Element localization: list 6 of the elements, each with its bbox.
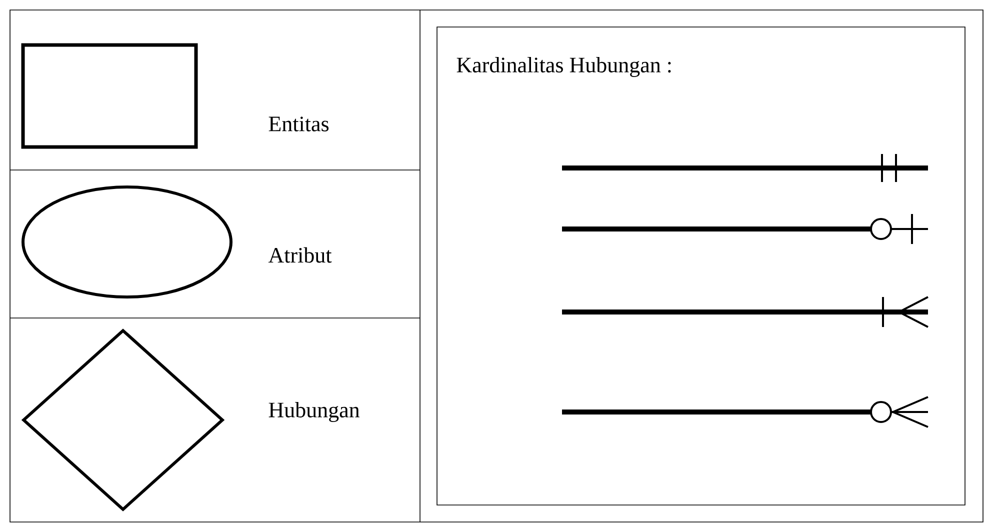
symbol-label: Entitas <box>268 116 329 132</box>
rectangle-symbol <box>21 43 198 149</box>
ellipse-symbol <box>22 186 232 298</box>
symbol-label: Hubungan <box>268 402 360 422</box>
symbol-label: Atribut <box>268 247 332 263</box>
panel-heading: Kardinalitas Hubungan : <box>456 57 671 77</box>
